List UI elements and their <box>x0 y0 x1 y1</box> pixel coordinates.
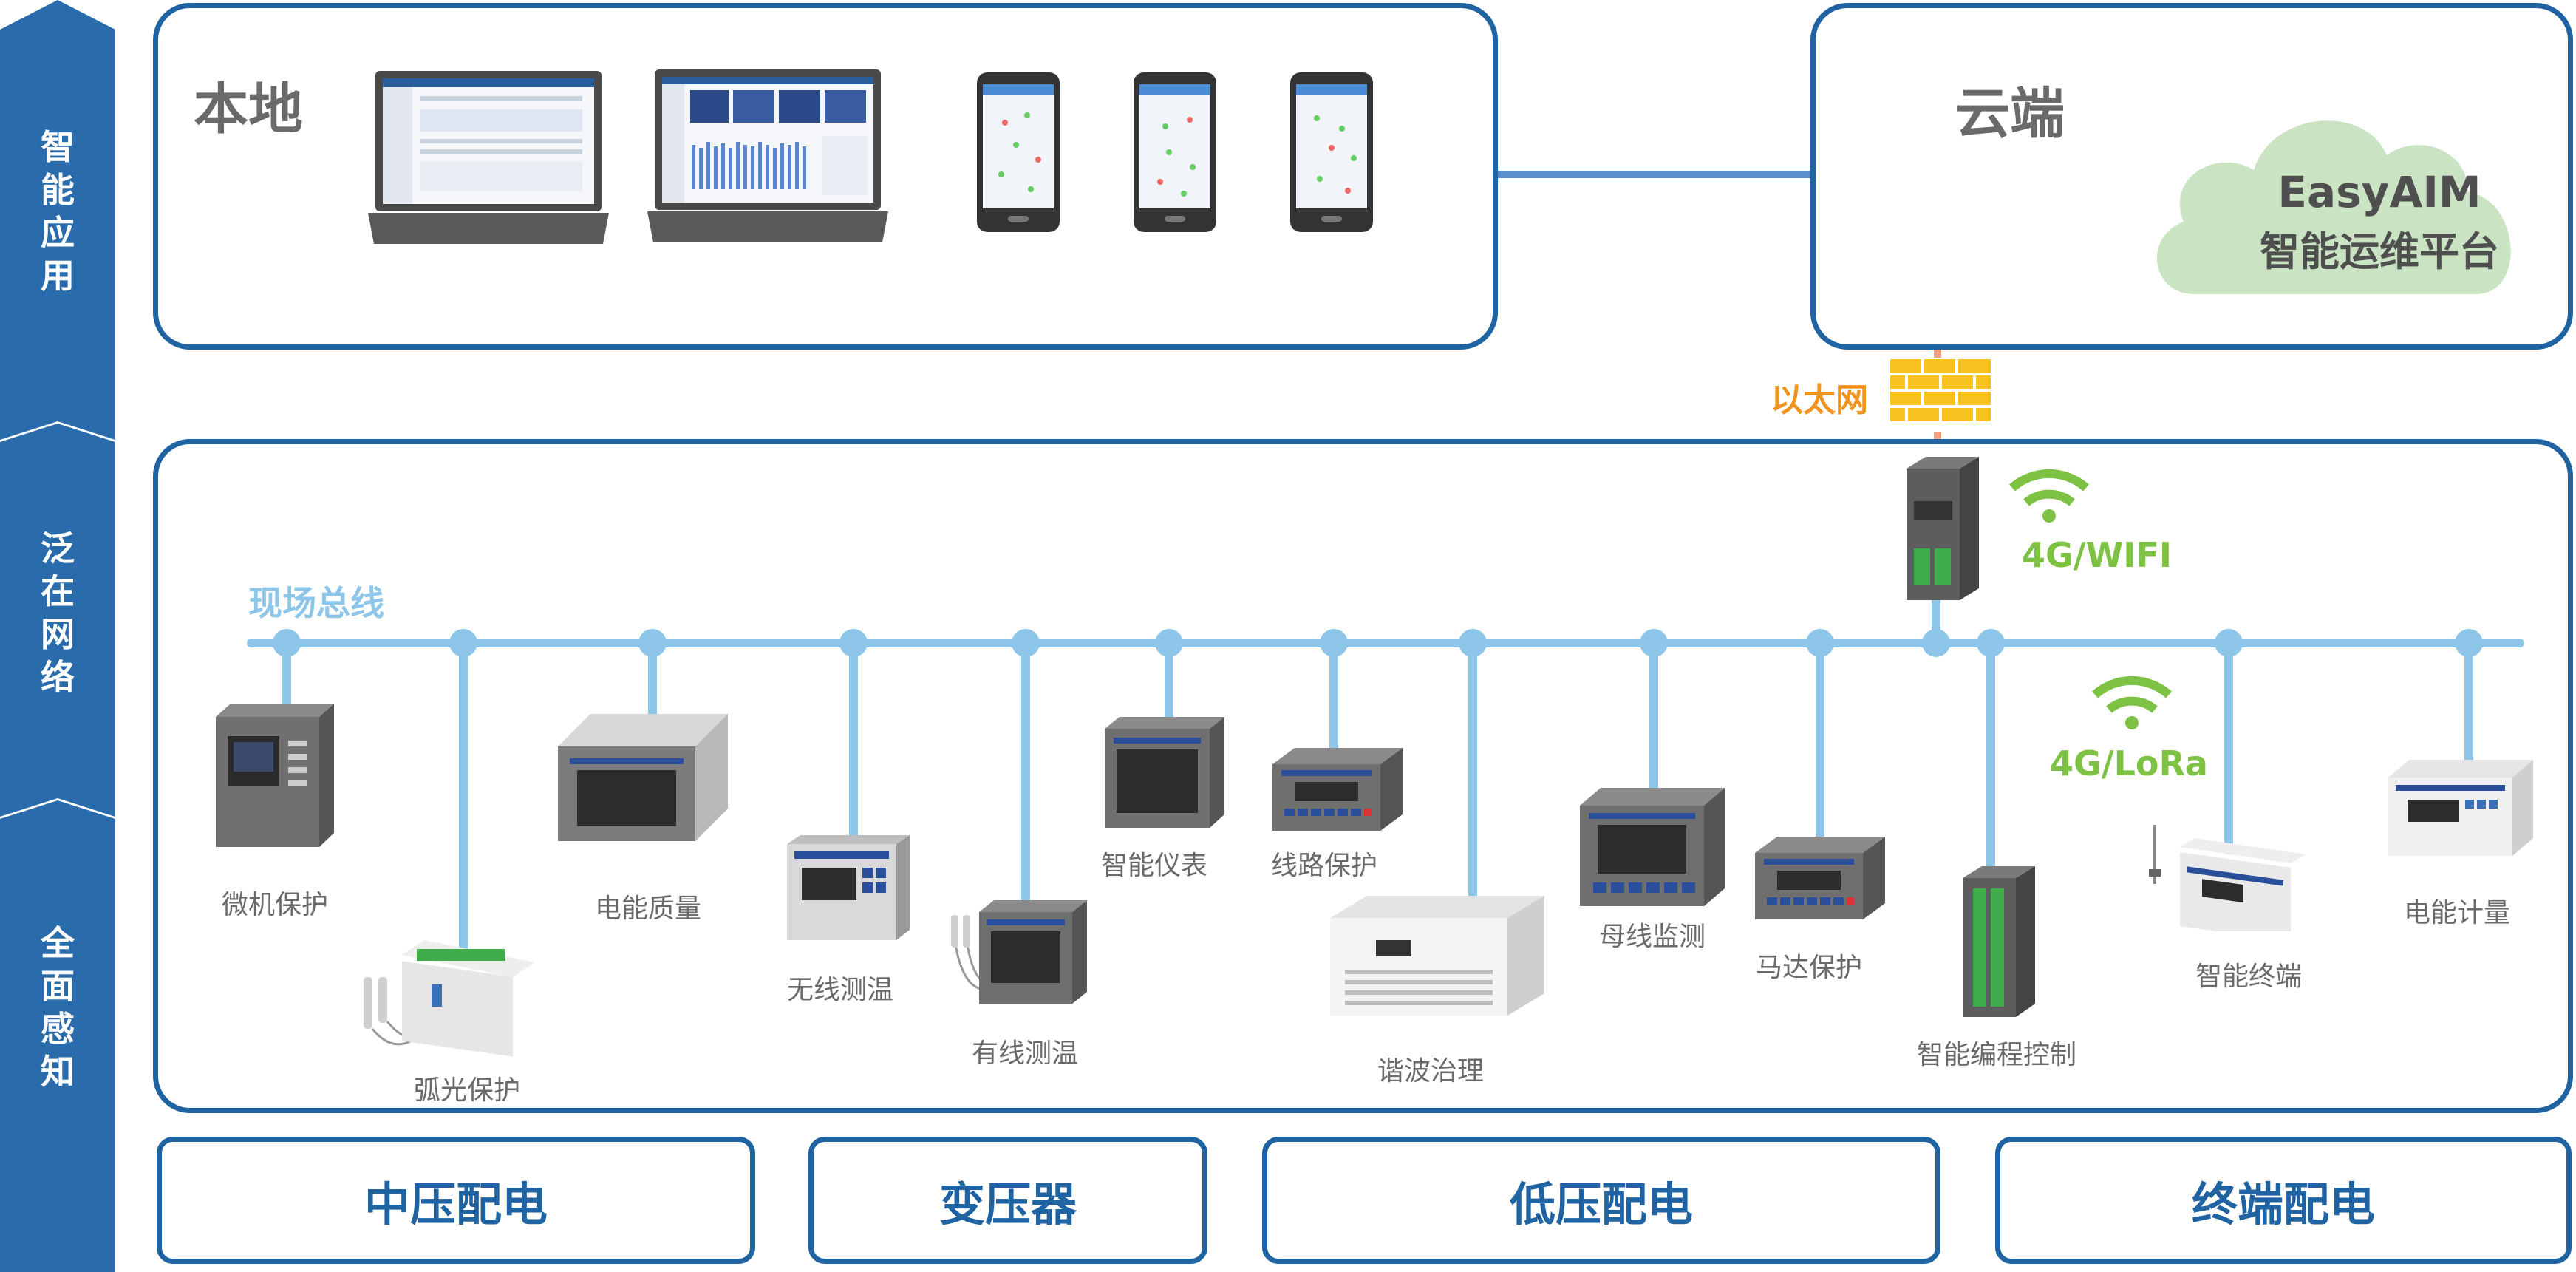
device-label: 无线测温 <box>786 975 894 1005</box>
device-label: 弧光保护 <box>413 1075 521 1106</box>
wifi-icon <box>2009 469 2089 523</box>
layer-label-application: 智能应用 <box>41 127 75 296</box>
local-title: 本地 <box>194 78 303 141</box>
ethernet-label: 以太网 <box>1771 381 1868 419</box>
power-quality-icon <box>558 714 728 841</box>
category-box: 低压配电 <box>1262 1137 1940 1264</box>
layer-label-perception: 全面感知 <box>41 923 75 1092</box>
device-label: 有线测温 <box>971 1038 1079 1069</box>
arc-protection-icon <box>364 940 535 1057</box>
smart-terminal-icon <box>2149 825 2306 931</box>
layer-sidebar: 智能应用 泛在网络 全面感知 <box>0 0 115 1272</box>
category-label: 中压配电 <box>364 1177 548 1231</box>
cloud-title: 云端 <box>1955 82 2065 146</box>
wired-temperature-icon <box>951 900 1087 1004</box>
fieldbus-lines <box>247 579 2524 958</box>
fieldbus-label: 现场总线 <box>248 583 384 623</box>
device-label: 母线监测 <box>1598 922 1706 952</box>
device-label: 线路保护 <box>1270 851 1378 881</box>
category-label: 低压配电 <box>1509 1177 1693 1231</box>
category-box: 中压配电 <box>157 1137 755 1264</box>
device-label: 电能计量 <box>2403 898 2511 928</box>
phone-app-icon <box>977 72 1060 232</box>
category-label: 变压器 <box>938 1177 1077 1231</box>
phone-app-icon <box>1290 72 1373 232</box>
laptop-config-icon <box>368 71 609 244</box>
cloud-icon <box>2156 120 2511 294</box>
busbar-monitoring-icon <box>1580 788 1725 906</box>
microcomputer-protection-icon <box>216 704 334 847</box>
wifi-label: 4G/WIFI <box>2022 535 2172 575</box>
device-label: 智能编程控制 <box>1916 1040 2077 1070</box>
layer-arrows <box>0 0 115 1272</box>
energy-metering-icon <box>2388 760 2533 856</box>
motor-protection-icon <box>1755 837 1885 919</box>
gateway-icon <box>1907 457 1979 600</box>
device-label: 微机保护 <box>221 890 329 920</box>
smart-meter-icon <box>1105 717 1224 828</box>
wireless-temperature-icon <box>787 835 910 940</box>
lora-wifi-icon <box>2092 676 2172 729</box>
plc-controller-icon <box>1963 866 2035 1017</box>
device-label: 电能质量 <box>594 894 702 924</box>
laptop-dashboard-icon <box>647 69 888 242</box>
phone-app-icon <box>1134 72 1216 232</box>
local-cloud-link <box>1498 171 1813 178</box>
lora-label: 4G/LoRa <box>2050 744 2208 783</box>
layer-label-network: 泛在网络 <box>41 528 75 697</box>
platform-name: EasyAIM <box>2277 167 2481 217</box>
line-protection-icon <box>1272 748 1403 831</box>
harmonic-control-icon <box>1330 896 1544 1016</box>
category-box: 变压器 <box>808 1137 1207 1264</box>
platform-desc: 智能运维平台 <box>2260 228 2499 275</box>
device-label: 智能终端 <box>2195 962 2303 992</box>
device-label: 智能仪表 <box>1100 851 1208 881</box>
device-label: 谐波治理 <box>1377 1056 1485 1086</box>
firewall-icon <box>1889 358 1992 432</box>
category-box: 终端配电 <box>1995 1137 2572 1264</box>
device-label: 马达保护 <box>1755 953 1863 983</box>
category-label: 终端配电 <box>2191 1177 2375 1231</box>
